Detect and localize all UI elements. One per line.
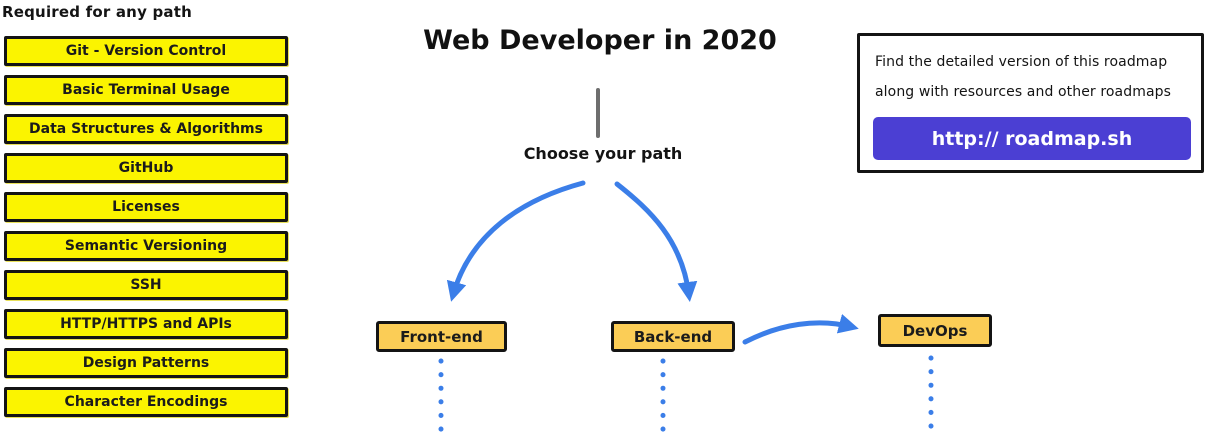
required-item-semantic-versioning[interactable]: Semantic Versioning [4,231,288,261]
page-title: Web Developer in 2020 [423,25,777,56]
vertical-connector-line [596,88,600,138]
choose-path-label: Choose your path [523,144,683,163]
info-text-line1: Find the detailed version of this roadma… [875,54,1168,70]
info-box: Find the detailed version of this roadma… [857,33,1204,173]
required-item-http-https-and-apis[interactable]: HTTP/HTTPS and APIs [4,309,288,339]
info-text-line2: along with resources and other roadmaps [875,84,1172,100]
required-item-design-patterns[interactable]: Design Patterns [4,348,288,378]
roadmap-url-button[interactable]: http:// roadmap.sh [873,117,1191,160]
required-item-data-structures-algorithms[interactable]: Data Structures & Algorithms [4,114,288,144]
required-heading: Required for any path [2,3,192,21]
path-node-back-end[interactable]: Back-end [611,321,735,352]
arrow-to-devops [742,314,859,345]
required-item-basic-terminal-usage[interactable]: Basic Terminal Usage [4,75,288,105]
required-item-git-version-control[interactable]: Git - Version Control [4,36,288,66]
required-item-github[interactable]: GitHub [4,153,288,183]
arrow-to-back-end [614,181,698,302]
arrow-to-front-end [446,180,586,302]
path-node-devops[interactable]: DevOps [878,314,992,347]
required-item-ssh[interactable]: SSH [4,270,288,300]
required-item-character-encodings[interactable]: Character Encodings [4,387,288,417]
required-item-licenses[interactable]: Licenses [4,192,288,222]
path-node-front-end[interactable]: Front-end [376,321,507,352]
